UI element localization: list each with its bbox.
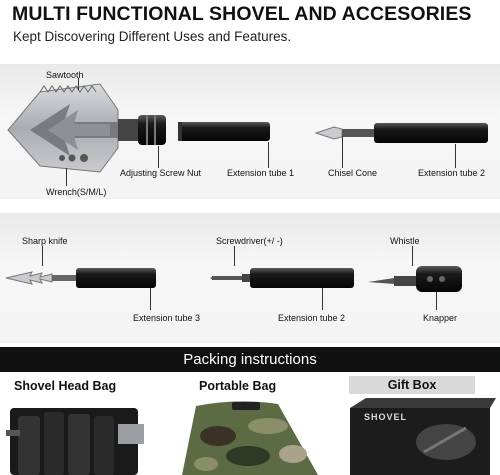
label-screwdriver: Screwdriver(+/ -) — [216, 236, 283, 246]
sharp-knife-image — [5, 268, 156, 288]
label-extension-tube-2: Extension tube 2 — [418, 168, 486, 178]
label-sharp-knife: Sharp knife — [22, 236, 68, 246]
page-title: MULTI FUNCTIONAL SHOVEL AND ACCESORIES — [12, 3, 472, 25]
label-extension-tube-3: Extension tube 3 — [133, 313, 201, 323]
knife-leader — [42, 246, 43, 266]
whistle-knapper-image — [368, 266, 462, 292]
tube-2-leader — [455, 144, 456, 168]
tube-1-leader — [268, 142, 269, 168]
screwdriver-image — [210, 268, 354, 288]
label-extension-tube-1: Extension tube 1 — [227, 168, 295, 178]
label-wrench: Wrench(S/M/L) — [46, 187, 107, 197]
extension-tube-1-image — [178, 122, 270, 141]
page-subtitle: Kept Discovering Different Uses and Feat… — [13, 29, 292, 44]
shovel-head-bag-title: Shovel Head Bag — [14, 379, 117, 393]
wrench-leader — [66, 168, 67, 186]
label-chisel-cone: Chisel Cone — [328, 168, 378, 178]
gift-box-image — [350, 398, 496, 475]
gift-box-label-bg — [349, 376, 475, 394]
screwdriver-leader — [234, 246, 235, 266]
portable-bag-image — [182, 401, 318, 475]
label-row2-extension-tube-2: Extension tube 2 — [278, 313, 346, 323]
screw-nut-leader — [158, 146, 159, 168]
tube-3-leader — [150, 288, 151, 310]
label-sawtooth: Sawtooth — [46, 70, 84, 80]
row2-tube-2-leader — [322, 288, 323, 310]
shovel-head-bag-image — [6, 408, 144, 475]
packing-banner-text: Packing instructions — [183, 351, 317, 368]
portable-bag-title: Portable Bag — [199, 379, 277, 393]
knapper-leader — [436, 292, 437, 310]
sawtooth-leader — [78, 78, 79, 90]
gift-box-print: SHOVEL — [364, 412, 408, 422]
label-adjusting-screw-nut: Adjusting Screw Nut — [120, 168, 202, 178]
chisel-leader — [342, 136, 343, 168]
whistle-leader — [412, 246, 413, 266]
label-whistle: Whistle — [390, 236, 420, 246]
gift-box-title: Gift Box — [387, 378, 437, 392]
chisel-cone-image — [314, 123, 488, 143]
label-knapper: Knapper — [423, 313, 458, 323]
packing-banner — [0, 347, 500, 372]
